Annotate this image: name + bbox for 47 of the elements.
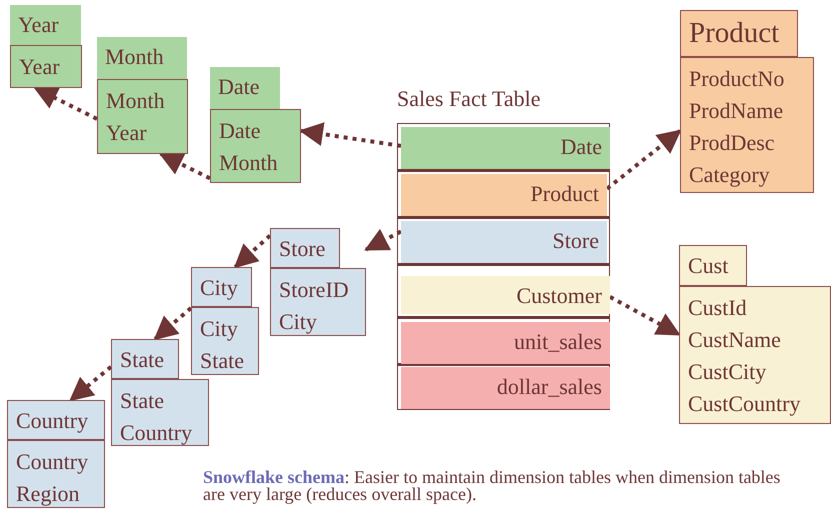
table-title: Sales Fact Table [397, 86, 540, 112]
attribute-name: State [120, 387, 165, 415]
table-header: Country [7, 400, 105, 440]
table-row: Customer [401, 276, 610, 314]
table-header: Cust [679, 245, 747, 286]
dotted-arrow [364, 228, 402, 252]
attribute-name: State [200, 347, 245, 375]
attribute-name: CustName [688, 326, 782, 354]
dotted-arrow [158, 152, 211, 180]
dotted-arrow [606, 129, 682, 190]
table-header: Date [210, 67, 280, 109]
attribute-name: ProdName [689, 97, 784, 125]
attribute-name: Country [120, 419, 194, 447]
attribute-name: Month [219, 149, 279, 177]
attribute-name: Region [16, 480, 81, 508]
table-header: Store [270, 228, 340, 268]
table-header: Year [10, 5, 81, 45]
attribute-name: CustCity [688, 358, 768, 386]
attribute-name: CustCountry [688, 390, 802, 418]
attribute-name: ProductNo [689, 65, 786, 93]
attribute-name: CustId [688, 294, 748, 322]
attribute-name: StoreID [279, 276, 350, 304]
attribute-name: City [279, 308, 318, 336]
attribute-name: Year [106, 119, 148, 147]
dotted-arrow [234, 234, 272, 268]
attribute-name: City [200, 315, 239, 343]
dotted-arrow [154, 306, 192, 341]
attribute-name: Category [689, 161, 771, 189]
attribute-name: Month [106, 87, 166, 115]
dotted-arrow [299, 122, 402, 148]
attribute-name: Country [16, 448, 90, 476]
attribute-name: ProdDesc [689, 129, 776, 157]
dotted-arrow [33, 86, 98, 121]
dotted-arrow [609, 295, 681, 336]
table-header: Month [97, 37, 187, 79]
caption: Snowflake schema: Easier to maintain dimension tables when dimension tables are very large (reduces overall space). [203, 469, 782, 503]
attribute-name: Year [19, 53, 61, 81]
table-row: unit_sales [401, 322, 610, 364]
table-header: City [191, 267, 252, 307]
dotted-arrow [69, 365, 112, 402]
table-row: Product [401, 174, 607, 216]
table-header: State [111, 339, 179, 379]
table-header: Product [680, 10, 798, 57]
attribute-name: Date [219, 117, 262, 145]
table-row: Date [401, 127, 610, 169]
table-row: dollar_sales [401, 367, 610, 409]
table-row: Store [401, 221, 607, 263]
